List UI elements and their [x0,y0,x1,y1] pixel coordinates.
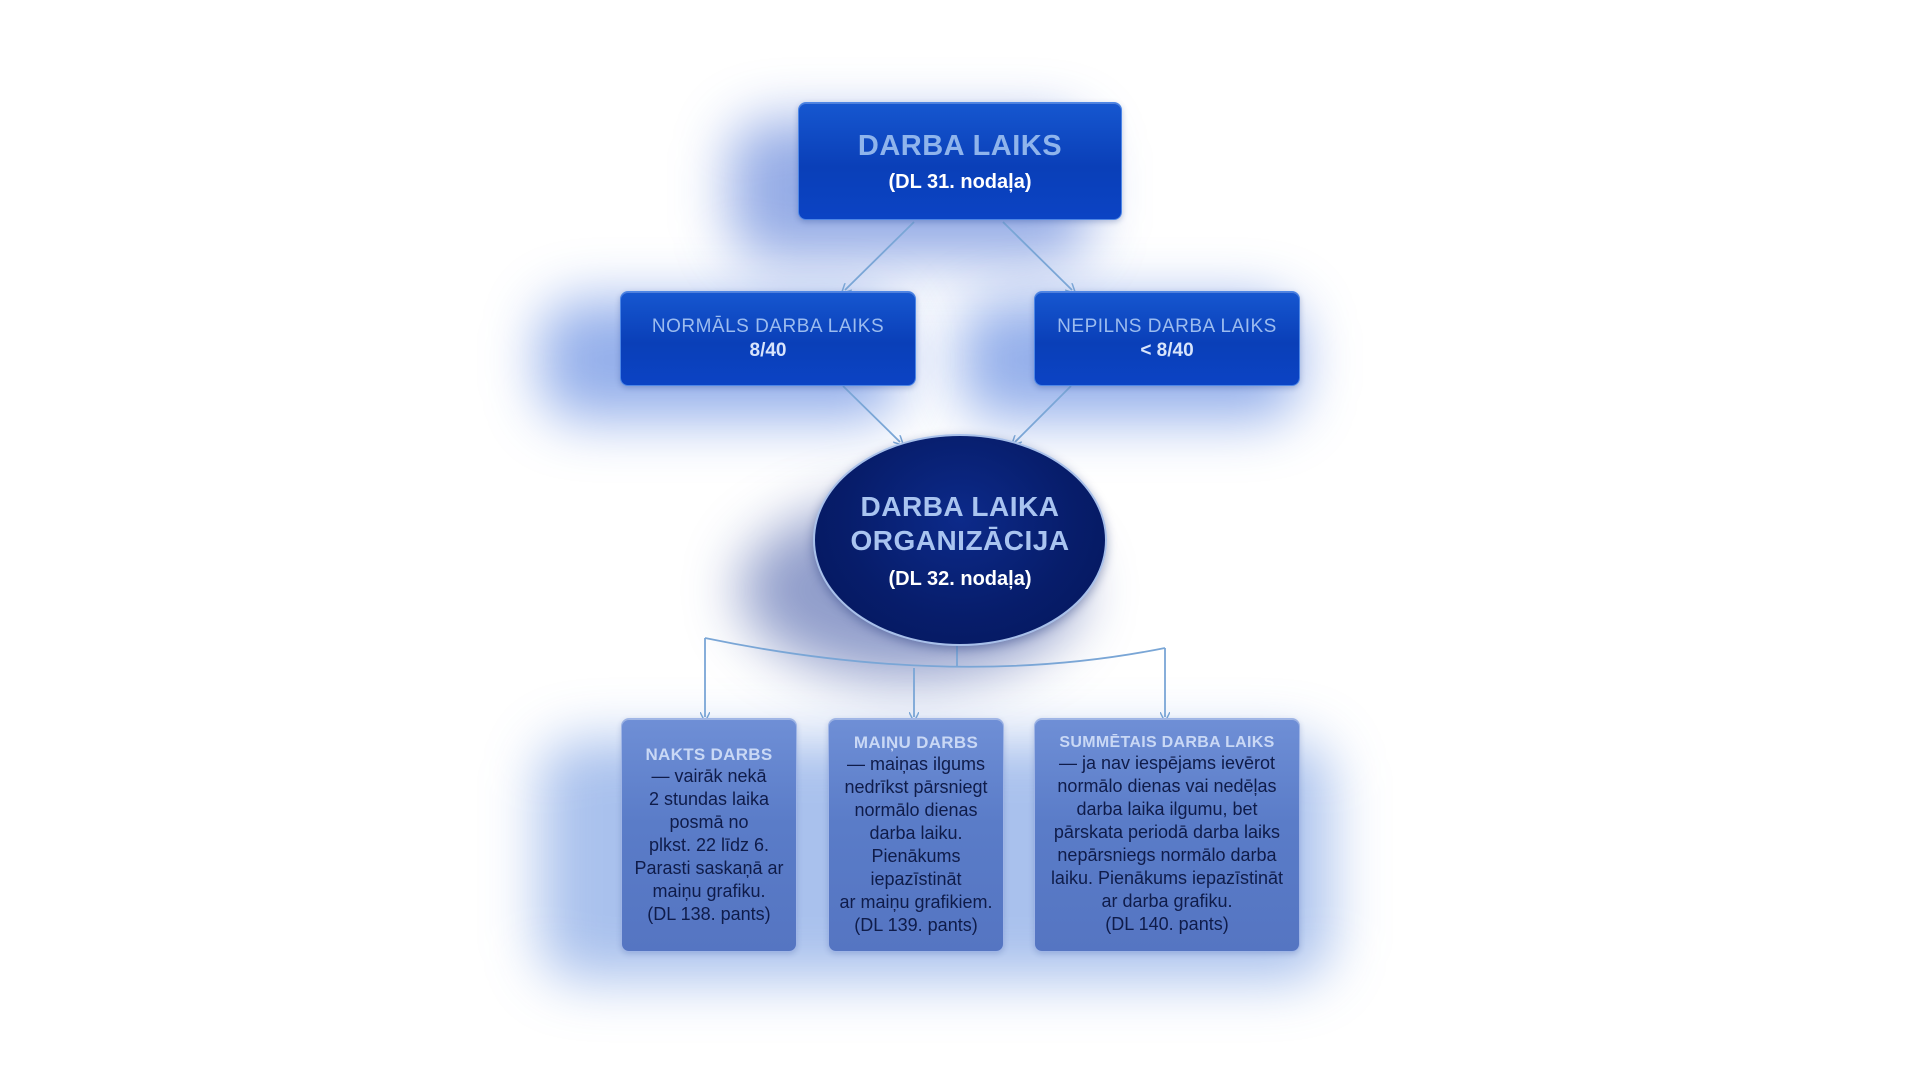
partial-title: NEPILNS DARBA LAIKS [1057,315,1277,337]
card-night-work: NAKTS DARBS — vairāk nekā 2 stundas laik… [621,718,797,952]
card-3-line: ar darba grafiku. [1101,891,1233,911]
card-3-line: nepārsniegs normālo darba [1057,845,1277,865]
root-node: DARBA LAIKS (DL 31. nodaļa) [798,102,1122,220]
card-1-line: 2 stundas laika [648,788,770,809]
card-3-line: darba laika ilgumu, bet [1076,799,1258,819]
card-1-line: plkst. 22 līdz 6. [648,834,770,855]
card-2-line: Pienākums [871,846,961,866]
arrow-root-to-partial [1002,221,1072,290]
card-3-line: normālo dienas vai nedēļas [1057,776,1277,796]
branch-curve [704,637,1166,668]
card-1-line: — vairāk nekā [651,765,767,786]
card-2-line: ar maiņu grafikiem. [839,892,993,912]
card-2-line: iepazīstināt [870,869,962,889]
card-2-line: normālo dienas [854,800,978,820]
arrow-root-to-normal [845,221,915,290]
card-3-line: pārskata periodā darba laiks [1053,822,1281,842]
card-2-line: (DL 139. pants) [854,915,978,935]
card-3-line: — ja nav iespējams ievērot [1058,753,1276,773]
card-2-line: — maiņas ilgums [846,754,986,774]
center-line-1: DARBA LAIKA [860,490,1060,522]
node-normal-working-time: NORMĀLS DARBA LAIKS 8/40 [620,291,916,386]
card-summed-working-time-title: SUMMĒTAIS DARBA LAIKS [1059,734,1275,751]
node-partial-working-time: NEPILNS DARBA LAIKS < 8/40 [1034,291,1300,386]
node-working-time-organization: DARBA LAIKA ORGANIZĀCIJA (DL 32. nodaļa) [813,434,1107,646]
card-1-line: Parasti saskaņā ar [634,857,784,878]
card-1-line: (DL 138. pants) [647,903,771,924]
card-night-work-title: NAKTS DARBS [645,744,773,764]
center-subtitle: (DL 32. nodaļa) [888,567,1032,590]
arrow-normal-to-center [842,385,900,442]
root-subtitle: (DL 31. nodaļa) [888,170,1032,193]
card-shift-work: MAIŅU DARBS — maiņas ilgums nedrīkst pār… [828,718,1004,952]
card-summed-working-time: SUMMĒTAIS DARBA LAIKS — ja nav iespējams… [1034,718,1300,952]
card-1-line: maiņu grafiku. [652,880,766,901]
card-2-line: darba laiku. [869,823,963,843]
card-shift-work-text: — maiņas ilgums nedrīkst pārsniegt normā… [839,753,992,937]
card-night-work-text: — vairāk nekā 2 stundas laika posmā no p… [634,765,783,926]
center-line-2: ORGANIZĀCIJA [850,524,1070,556]
card-shift-work-title: MAIŅU DARBS [853,733,979,752]
normal-title: NORMĀLS DARBA LAIKS [651,315,885,337]
card-3-line: (DL 140. pants) [1105,914,1229,934]
partial-value: < 8/40 [1140,339,1194,361]
normal-value: 8/40 [749,339,787,361]
card-1-line: posmā no [669,811,749,832]
card-summed-working-time-text: — ja nav iespējams ievērot normālo diena… [1051,752,1283,936]
root-title: DARBA LAIKS [857,129,1063,162]
card-3-line: laiku. Pienākums iepazīstināt [1050,868,1284,888]
card-2-line: nedrīkst pārsniegt [844,777,988,797]
arrow-partial-to-center [1015,385,1072,442]
